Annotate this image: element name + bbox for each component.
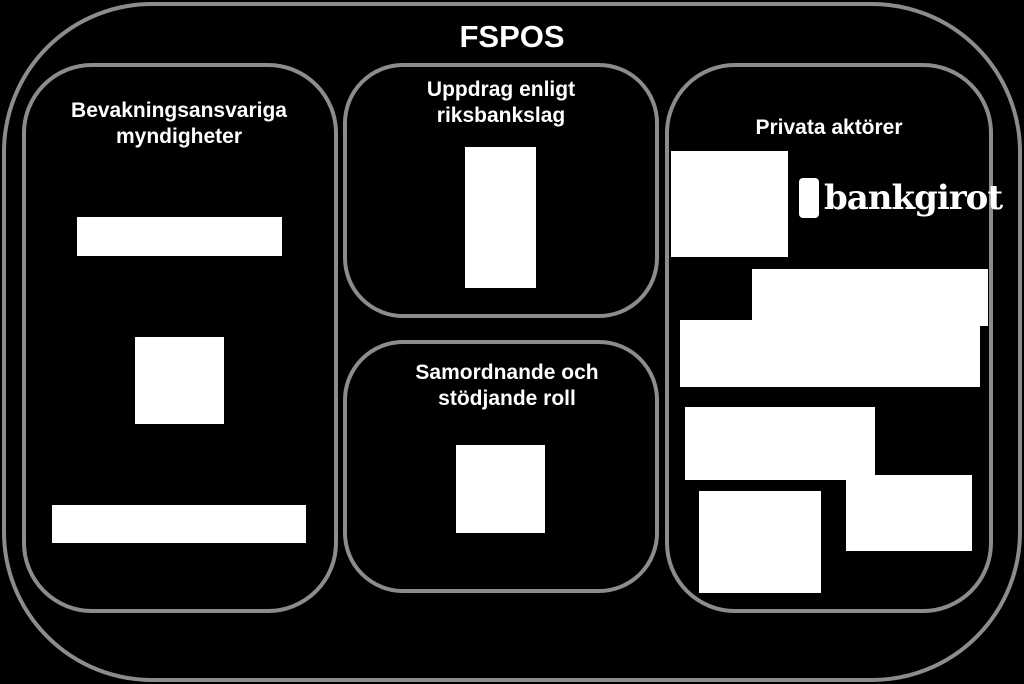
group-riksbankslag-label: Uppdrag enligt riksbankslag (426, 78, 576, 128)
redacted-logo (699, 491, 821, 593)
group-privata-aktorer (665, 63, 993, 613)
redacted-logo (846, 475, 972, 551)
bankgirot-logo: bankgirot (799, 176, 1003, 220)
redacted-logo (671, 151, 788, 257)
group-privata-aktorer-label: Privata aktörer (755, 116, 903, 139)
redacted-logo (685, 407, 875, 480)
group-bevakningsansvariga-label: Bevakningsansvariga myndigheter (71, 99, 287, 149)
redacted-logo (680, 320, 980, 387)
redacted-logo (752, 269, 988, 326)
redacted-logo (135, 337, 224, 424)
bankgirot-mark-icon (799, 178, 819, 218)
group-samordnande-label: Samordnande och stödjande roll (415, 361, 599, 411)
redacted-logo (465, 147, 536, 288)
redacted-logo (77, 217, 282, 256)
group-bevakningsansvariga (22, 63, 338, 613)
group-riksbankslag (343, 63, 659, 318)
redacted-logo (456, 445, 545, 533)
redacted-logo (52, 505, 306, 543)
bankgirot-logo-text: bankgirot (824, 178, 1003, 218)
diagram-title: FSPOS (459, 19, 565, 54)
group-samordnande (343, 340, 659, 593)
